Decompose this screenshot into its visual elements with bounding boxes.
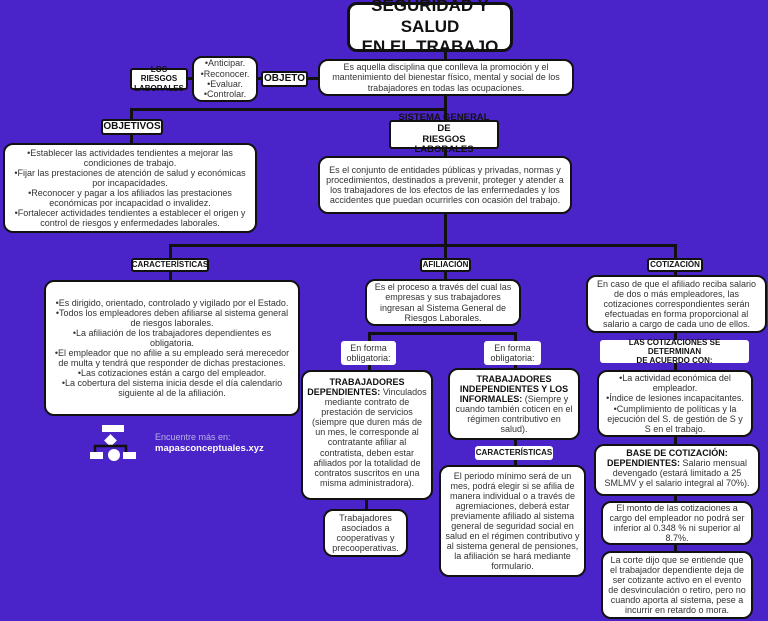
- independientes-box: TRABAJADORES INDEPENDIENTES Y LOS INFORM…: [448, 368, 580, 440]
- connector: [130, 108, 446, 111]
- independientes-text: (Siempre y cuando también coticen en el …: [455, 394, 573, 435]
- cotizacion-label: COTIZACIÓN: [647, 258, 703, 272]
- afiliacion-caracteristicas-label: CARACTERÍSTICAS: [475, 446, 553, 460]
- definition-box: Es aquella disciplina que conlleva la pr…: [318, 59, 574, 96]
- sistema-box: Es el conjunto de entidades públicas y p…: [318, 156, 572, 214]
- base-cotizacion-box: BASE DE COTIZACIÓN: DEPENDIENTES: Salari…: [594, 444, 760, 496]
- connector: [365, 498, 368, 510]
- connector: [368, 332, 517, 335]
- dependientes-box: TRABAJADORES DEPENDIENTES: Vinculados me…: [301, 370, 433, 500]
- base-title: BASE DE COTIZACIÓN: DEPENDIENTES:: [606, 448, 728, 469]
- riesgos-laborales-label: LOS RIESGOS LABORALES: [130, 65, 188, 93]
- afiliacion-label: AFILIACIÓN: [420, 258, 471, 272]
- monto-box: El monto de las cotizaciones a cargo del…: [601, 501, 753, 545]
- connector: [169, 244, 677, 247]
- corte-box: La corte dijo que se entiende que el tra…: [601, 551, 753, 619]
- independientes-title: TRABAJADORES INDEPENDIENTES Y LOS INFORM…: [459, 374, 569, 405]
- logo-tagline: Encuentre más en:: [155, 432, 231, 442]
- dependientes-title: TRABAJADORES DEPENDIENTES:: [307, 377, 405, 398]
- sistema-label: SISTEMA GENERAL DE RIESGOS LABORALES: [389, 112, 499, 155]
- objetivos-box: •Establecer las actividades tendientes a…: [3, 143, 257, 233]
- logo-icon: [90, 425, 146, 461]
- objetivos-label: OBJETIVOS: [101, 119, 163, 135]
- forma-obligatoria-left: En forma obligatoria:: [341, 341, 396, 365]
- forma-obligatoria-right: En forma obligatoria:: [484, 341, 541, 365]
- caracteristicas-label: CARACTERÍSTICAS: [131, 258, 209, 272]
- factores-box: •La actividad económica del empleador. •…: [597, 370, 753, 437]
- objeto-label: OBJETO: [261, 71, 308, 87]
- dependientes-text: Vinculados mediante contrato de prestaci…: [311, 387, 427, 488]
- verbs-box: •Anticipar. •Reconocer. •Evaluar. •Contr…: [192, 56, 258, 102]
- cotizacion-box: En caso de que el afiliado reciba salari…: [586, 275, 767, 333]
- afiliacion-caracteristicas-box: El periodo mínimo será de un mes, podrá …: [439, 465, 586, 577]
- determinan-label: LAS COTIZACIONES SE DETERMINAN DE ACUERD…: [600, 338, 749, 365]
- cooperativas-box: Trabajadores asociados a cooperativas y …: [323, 509, 408, 557]
- page-title: SEGURIDAD Y SALUD EN EL TRABAJO: [347, 0, 513, 56]
- afiliacion-box: Es el proceso a través del cual las empr…: [365, 279, 521, 326]
- connector: [444, 212, 447, 247]
- caracteristicas-box: •Es dirigido, orientado, controlado y vi…: [44, 280, 300, 416]
- base-text: Salario mensual devengado (estará limita…: [604, 458, 750, 489]
- logo-site: mapasconceptuales.xyz: [155, 443, 264, 454]
